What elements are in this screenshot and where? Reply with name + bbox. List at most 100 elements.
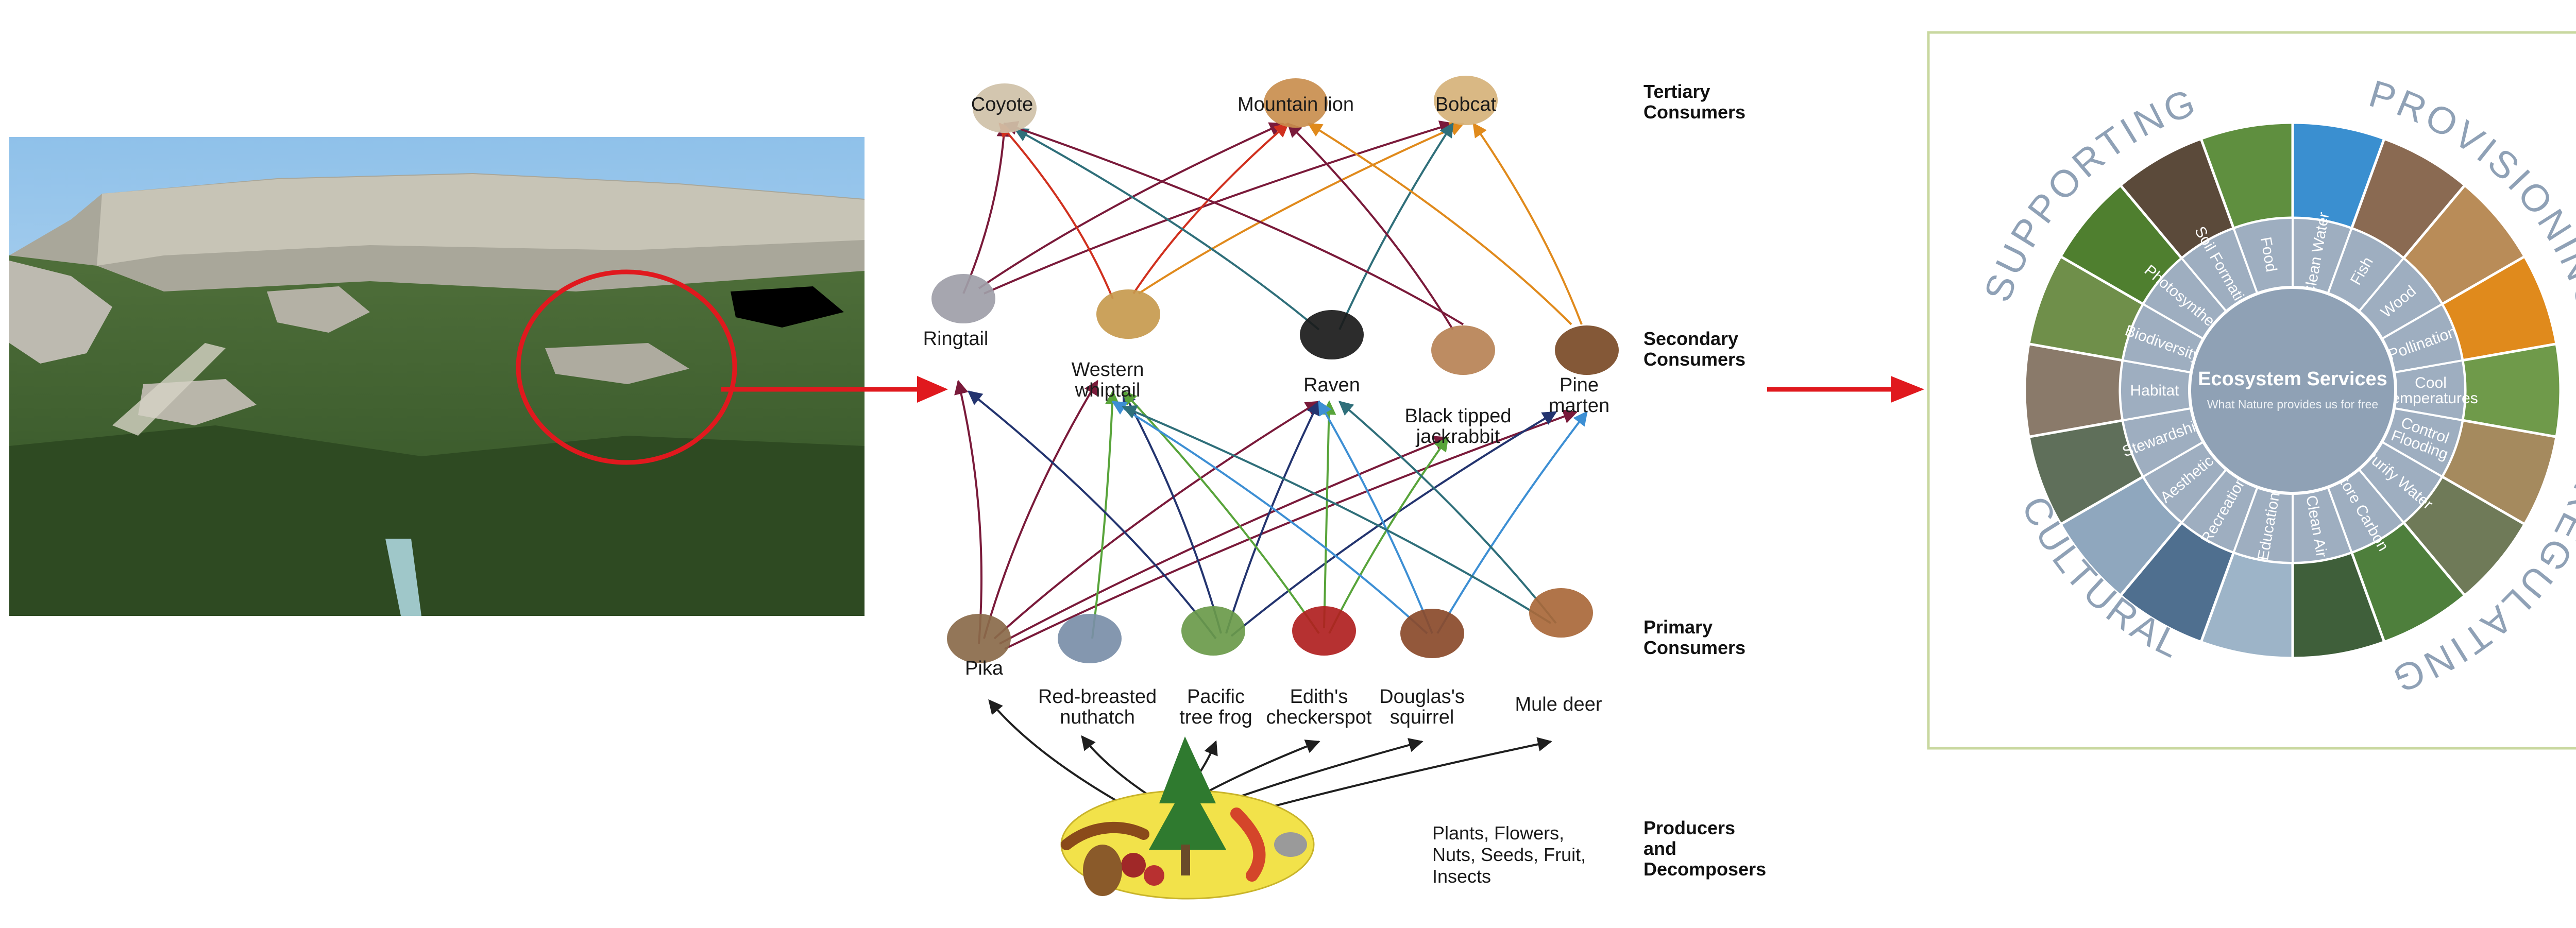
pine-marten-label: marten [1549,395,1609,417]
feeding-arrow [1472,122,1583,325]
level-label-3: and [1643,838,1676,859]
feeding-arrow [1318,400,1433,634]
animal-mule-deer: Mule deer [1515,588,1602,715]
animal-coyote: Coyote [971,83,1037,133]
mule-deer-label: Mule deer [1515,694,1602,715]
producers-text: Insects [1432,866,1491,887]
photo-ring [2023,121,2562,660]
pacific-tree-frog-icon [1181,606,1245,656]
pika-icon [947,614,1011,663]
feeding-arrow [962,122,1011,294]
red-breasted-nuthatch-label: nuthatch [1060,707,1135,728]
raven-label: Raven [1303,374,1360,396]
red-breasted-nuthatch-label: Red-breasted [1038,686,1157,708]
pacific-tree-frog-label: Pacific [1187,686,1245,708]
animal-pika: Pika [947,614,1011,679]
mountain-lion-label: Mountain lion [1238,94,1354,115]
insect-icon [1274,832,1307,857]
level-label-2: Primary [1643,616,1713,638]
feeding-arrow [1004,409,1578,650]
western-whiptail-label: whiptail [1075,380,1141,401]
trophic-level-labels: TertiaryConsumersSecondaryConsumersPrima… [1643,81,1766,880]
feeding-arrow [1328,436,1449,634]
pine-marten-icon [1555,325,1619,375]
feeding-arrow [1138,122,1465,295]
feeding-arrow [1013,128,1320,331]
pine-marten-label: Pine [1560,374,1599,396]
pika-label: Pika [965,658,1004,679]
highlight-circle [516,269,737,465]
western-whiptail-label: Western [1072,359,1144,381]
feeding-arrow [1122,405,1552,624]
feeding-arrow [1321,400,1336,629]
arrow-photo-to-foodweb [721,376,948,403]
bobcat-label: Bobcat [1435,94,1497,115]
ediths-checkerspot-label: checkerspot [1266,707,1372,728]
level-label-2: Consumers [1643,637,1745,658]
black-tipped-jackrabbit-label: Black tipped [1404,405,1511,427]
feeding-arrow [1122,390,1222,634]
feeding-arrow [1307,123,1572,325]
feeding-arrow [1338,122,1454,330]
wheel-hub: Ecosystem Services What Nature provides … [2188,286,2397,495]
feeding-arrow [954,380,982,644]
coyote-icon [973,83,1037,133]
feeding-arrow [1003,121,1464,325]
feeding-arrow [1230,411,1557,637]
bobcat-icon [1434,76,1498,125]
service-label: Habitat [2130,382,2179,399]
arrow-foodweb-to-services [1767,376,1924,403]
animal-raven: Raven [1300,310,1364,396]
berries-icon [1121,853,1146,878]
level-label-3: Decomposers [1643,858,1766,880]
douglass-squirrel-icon [1400,609,1464,658]
mule-deer-icon [1529,588,1593,638]
feeding-arrow [1225,400,1320,634]
level-label-1: Consumers [1643,349,1745,370]
western-whiptail-icon [1096,289,1160,339]
ringtail-icon [931,274,995,323]
producers-group [1060,736,1315,900]
feeding-arrow [1091,390,1120,639]
coyote-label: Coyote [971,94,1033,115]
feeding-arrow [983,380,1098,639]
ringtail-label: Ringtail [923,328,989,350]
feeding-arrow [993,401,1320,640]
hub-title: Ecosystem Services [2198,368,2387,390]
producers-label: Plants, Flowers,Nuts, Seeds, Fruit,Insec… [1432,822,1586,887]
landscape-illustration [9,137,865,616]
mountain-lion-icon [1264,78,1328,128]
feeding-arrow [1436,410,1588,634]
service-label: Temperatures [2383,390,2478,407]
level-label-0: Tertiary [1643,81,1710,102]
douglass-squirrel-label: Douglas's [1379,686,1465,708]
feeding-arrow [998,122,1114,299]
feeding-arrow [1338,401,1557,624]
animal-bobcat: Bobcat [1434,76,1498,125]
service-item: Habitat [2130,382,2179,399]
service-label: Cool [2415,374,2447,391]
feeding-arrow [1287,123,1454,331]
flower-icon [1230,807,1266,882]
black-tipped-jackrabbit-icon [1431,325,1495,375]
feeding-arrow [999,436,1449,645]
feeding-arrow [967,390,1217,640]
level-label-3: Producers [1643,817,1735,838]
feeding-arrow [1111,401,1428,634]
red-breasted-nuthatch-icon [1058,614,1122,663]
producers-text: Plants, Flowers, [1432,822,1564,844]
feeding-arrow [1132,123,1290,295]
ediths-checkerspot-label: Edith's [1290,686,1348,708]
pacific-tree-frog-label: tree frog [1179,707,1252,728]
landscape-photo [9,137,865,616]
